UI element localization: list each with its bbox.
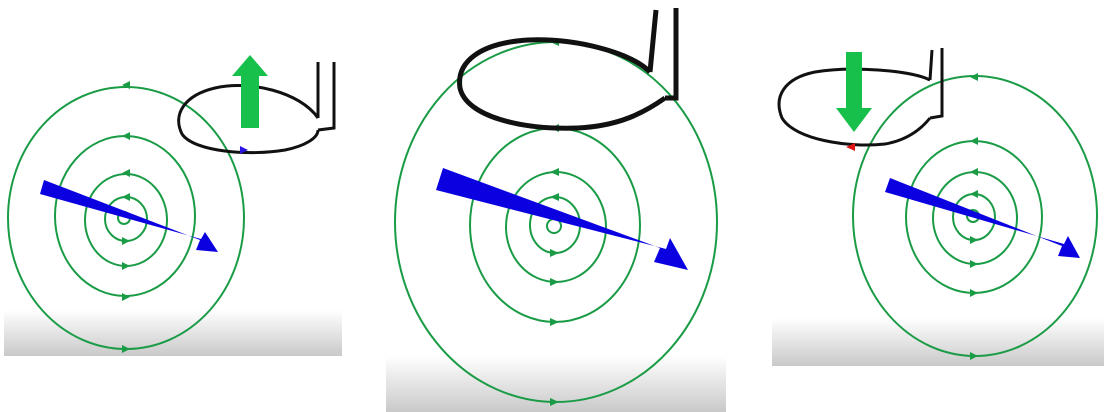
field-arrowhead: [970, 137, 978, 145]
field-arrowhead: [550, 193, 559, 201]
induced-field-arrow-down: [836, 52, 872, 132]
coil-current-marker: [846, 143, 855, 151]
pickup-coil: [457, 8, 679, 131]
field-direction-arrowheads: [122, 81, 130, 353]
field-arrowhead: [970, 289, 978, 297]
field-direction-arrowheads: [550, 38, 559, 406]
field-direction-arrowheads: [970, 73, 978, 360]
coil-lead: [647, 8, 679, 101]
field-arrowhead: [122, 262, 130, 270]
field-arrowhead: [550, 318, 559, 326]
field-arrowhead: [550, 168, 559, 176]
floor-shadow: [386, 356, 726, 412]
floor-shadow: [772, 318, 1104, 366]
field-arrowhead: [970, 73, 978, 81]
field-circle: [469, 127, 641, 323]
field-arrowhead: [970, 236, 978, 244]
field-arrowhead: [970, 352, 978, 360]
field-arrowhead: [550, 249, 559, 257]
field-arrowhead: [970, 260, 978, 268]
field-arrowhead: [970, 190, 978, 198]
field-arrowhead: [122, 293, 130, 301]
blue-current-arrow: [436, 168, 688, 270]
straight-current-arrow: [885, 178, 1080, 258]
coil-loop: [457, 37, 667, 131]
field-arrowhead: [550, 398, 559, 406]
field-arrowhead: [122, 237, 130, 245]
coil-lead: [316, 62, 336, 132]
field-arrowhead: [122, 345, 130, 353]
panel-middle: [386, 8, 726, 412]
field-arrowhead: [122, 193, 130, 201]
induced-field-arrow: [232, 55, 268, 128]
panel-left: [4, 55, 342, 356]
field-arrowhead: [970, 168, 978, 176]
induced-field-arrow-up: [232, 55, 268, 128]
field-arrowhead: [122, 132, 130, 140]
induced-field-arrow: [836, 52, 872, 132]
straight-current-arrow: [40, 180, 218, 252]
blue-current-arrow: [40, 180, 218, 252]
panel-right: [772, 48, 1104, 366]
straight-current-arrow: [436, 168, 688, 270]
blue-current-arrow: [885, 178, 1080, 258]
coil-current-marker: [240, 146, 248, 154]
field-arrowhead: [550, 278, 559, 286]
field-arrowhead: [122, 169, 130, 177]
coil-lead: [928, 48, 944, 120]
field-circle: [84, 173, 168, 267]
floor-shadow: [4, 310, 342, 356]
field-arrowhead: [122, 81, 130, 89]
